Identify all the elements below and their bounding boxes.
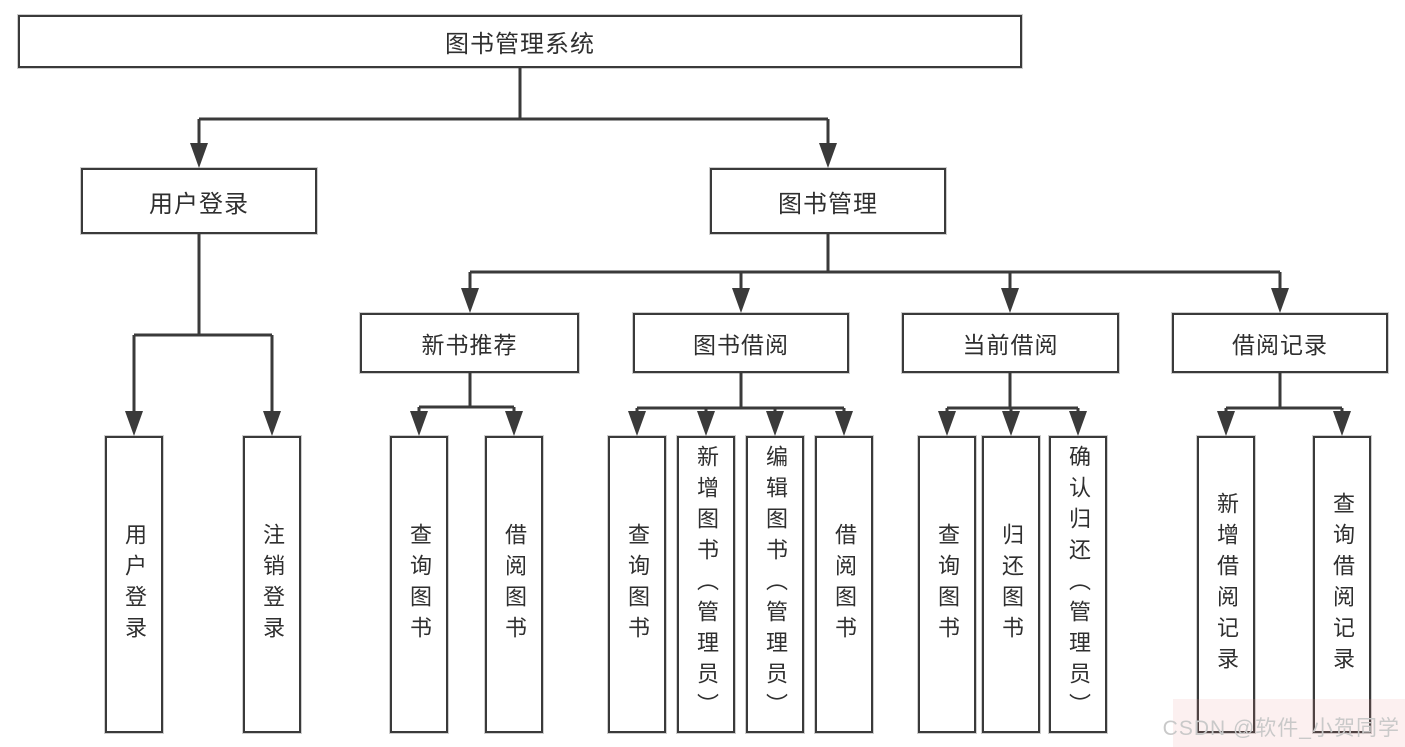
node-label: 注销登录 [260, 522, 285, 647]
node-label: 查询图书 [935, 522, 960, 647]
node-label: 图书借阅 [693, 332, 789, 358]
node-user-login: 用户登录 [81, 168, 317, 234]
node-label: 编辑图书（管理员） [763, 445, 788, 724]
node-book-borrow: 图书借阅 [633, 313, 849, 373]
leaf-add-books-admin: 新增图书（管理员） [677, 436, 735, 733]
node-label: 查询借阅记录 [1330, 491, 1355, 678]
leaf-add-borrow-record: 新增借阅记录 [1197, 436, 1255, 733]
node-label: 用户登录 [122, 522, 147, 647]
node-label: 借阅记录 [1232, 332, 1328, 358]
leaf-query-borrow-record: 查询借阅记录 [1313, 436, 1371, 733]
arrowhead-icons [125, 143, 1351, 436]
node-label: 新增图书（管理员） [694, 445, 719, 724]
node-book-management: 图书管理 [710, 168, 946, 234]
leaf-logout: 注销登录 [243, 436, 301, 733]
leaf-query-books-recommend: 查询图书 [390, 436, 448, 733]
node-label: 借阅图书 [832, 522, 857, 647]
node-label: 归还图书 [999, 522, 1024, 647]
node-library-management-system: 图书管理系统 [18, 15, 1022, 68]
leaf-edit-books-admin: 编辑图书（管理员） [746, 436, 804, 733]
node-new-book-recommend: 新书推荐 [360, 313, 579, 373]
leaf-query-books-borrow: 查询图书 [608, 436, 666, 733]
node-label: 确认归还（管理员） [1066, 445, 1091, 724]
node-current-borrow: 当前借阅 [902, 313, 1119, 373]
node-label: 新书推荐 [421, 332, 518, 358]
node-label: 新增借阅记录 [1214, 491, 1239, 678]
node-label: 图书管理系统 [445, 31, 595, 58]
leaf-confirm-return-admin: 确认归还（管理员） [1049, 436, 1107, 733]
node-borrow-records: 借阅记录 [1172, 313, 1388, 373]
leaf-query-books-current: 查询图书 [918, 436, 976, 733]
node-label: 查询图书 [407, 522, 432, 647]
node-label: 查询图书 [625, 522, 650, 647]
node-label: 图书管理 [778, 190, 878, 218]
leaf-user-login: 用户登录 [105, 436, 163, 733]
node-label: 用户登录 [149, 190, 249, 218]
csdn-watermark: CSDN @软件_小贺同学 [1162, 717, 1400, 740]
leaf-borrow-books-recommend: 借阅图书 [485, 436, 543, 733]
node-label: 借阅图书 [502, 522, 527, 647]
node-label: 当前借阅 [962, 332, 1059, 358]
watermark-tint [1173, 699, 1405, 747]
leaf-return-books: 归还图书 [982, 436, 1040, 733]
leaf-borrow-books: 借阅图书 [815, 436, 873, 733]
